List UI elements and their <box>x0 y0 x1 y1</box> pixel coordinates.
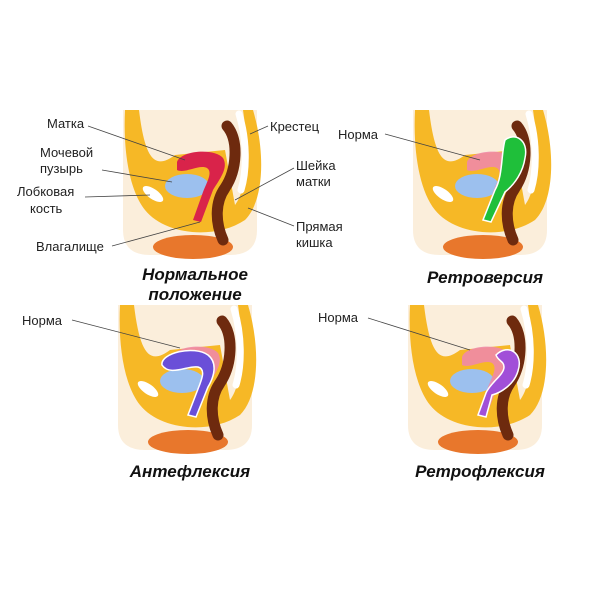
rectum <box>501 120 531 246</box>
leader-line <box>87 125 186 161</box>
label-norm-retroversion: Норма <box>338 127 379 142</box>
caption-retroflexion: Ретрофлексия <box>415 462 545 481</box>
uterus <box>477 349 521 418</box>
pubic-bone <box>137 380 159 398</box>
label-vagina: Влагалище <box>36 239 104 254</box>
label-pubic-line1: Лобковая <box>17 184 75 199</box>
uterus-norm-outline <box>462 346 510 417</box>
label-bladder-line2: пузырь <box>40 161 83 176</box>
panel-anteflexion <box>118 305 257 454</box>
leader-line <box>111 221 201 247</box>
sacrum <box>235 110 249 194</box>
caption-normal: Нормальное положение <box>120 265 270 305</box>
label-cervix-line1: Шейка <box>296 158 336 173</box>
pubic-bone <box>432 185 454 203</box>
leader-line <box>71 319 181 349</box>
leader-line <box>101 169 173 183</box>
perineum <box>438 430 518 454</box>
leader-line <box>367 317 471 351</box>
uterus <box>161 349 215 418</box>
leader-line <box>234 167 295 201</box>
perineum <box>443 235 523 259</box>
uterus <box>481 136 527 223</box>
uterus <box>177 151 225 222</box>
panel-retroflexion <box>408 305 547 454</box>
label-sacrum: Крестец <box>270 119 320 134</box>
label-cervix-line2: матки <box>296 174 331 189</box>
caption-anteflexion: Антефлексия <box>129 462 251 481</box>
rectum <box>206 315 236 441</box>
leader-line <box>384 133 481 161</box>
pubic-bone <box>142 185 164 203</box>
sacrum <box>525 110 539 194</box>
label-rectum-line2: кишка <box>296 235 333 250</box>
sacrum <box>520 305 534 389</box>
caption-retroversion: Ретроверсия <box>427 268 543 287</box>
label-bladder-line1: Мочевой <box>40 145 94 160</box>
perineum <box>153 235 233 259</box>
panel-normal <box>123 110 262 259</box>
leader-line <box>84 194 151 198</box>
panel-retroversion <box>413 110 552 259</box>
caption-normal-line2: положение <box>148 285 242 304</box>
sacrum <box>230 305 244 389</box>
label-norm-retroflexion: Норма <box>318 310 359 325</box>
label-pubic-line2: кость <box>30 201 63 216</box>
bladder <box>455 174 499 198</box>
perineum <box>148 430 228 454</box>
label-rectum-line1: Прямая <box>296 219 343 234</box>
bladder <box>160 369 204 393</box>
caption-normal-line1: Нормальное <box>142 265 248 284</box>
bladder <box>450 369 494 393</box>
bladder <box>165 174 209 198</box>
pubic-bone <box>427 380 449 398</box>
rectum <box>211 120 241 246</box>
label-norm-anteflexion: Норма <box>22 313 63 328</box>
label-uterus: Матка <box>47 116 85 131</box>
leader-line <box>249 125 269 135</box>
leader-line <box>247 207 295 227</box>
